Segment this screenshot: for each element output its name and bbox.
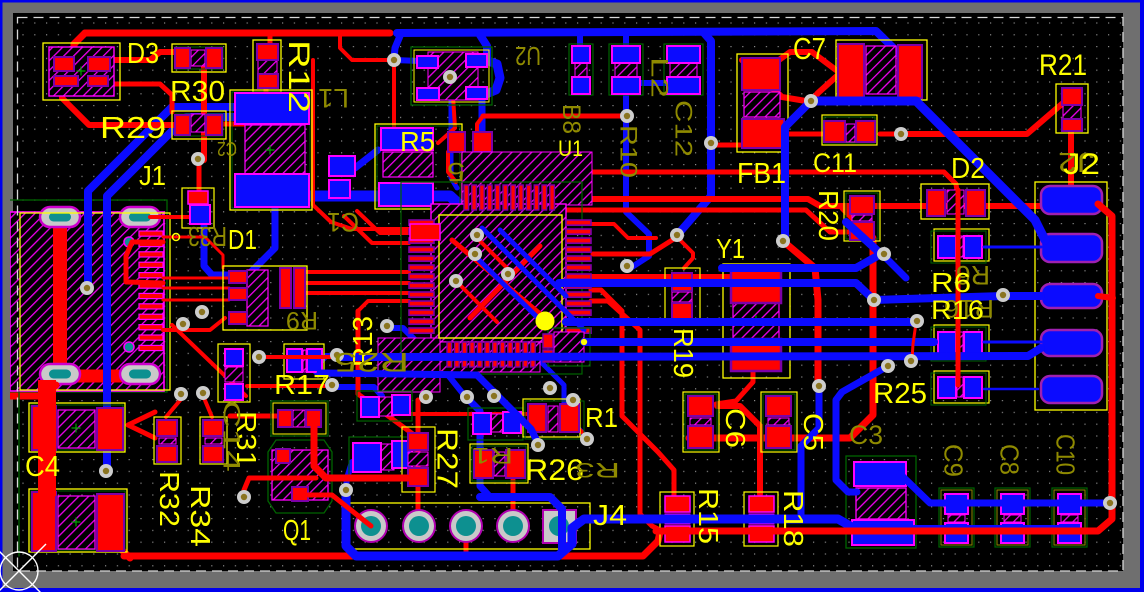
svg-text:C6: C6 (720, 408, 751, 448)
svg-text:Q1: Q1 (283, 515, 311, 547)
svg-text:C14: C14 (217, 400, 244, 472)
svg-text:R27: R27 (431, 428, 463, 489)
svg-text:R15: R15 (693, 488, 724, 544)
svg-text:R16: R16 (944, 294, 994, 322)
svg-text:D1: D1 (228, 224, 257, 255)
svg-text:L1: L1 (318, 83, 349, 113)
svg-text:R32: R32 (154, 471, 185, 527)
svg-text:R20: R20 (813, 190, 844, 241)
svg-text:J2: J2 (1058, 147, 1094, 178)
svg-text:C8: C8 (995, 444, 1025, 475)
svg-text:R25: R25 (873, 378, 927, 410)
svg-text:D3: D3 (127, 38, 159, 70)
svg-text:R34: R34 (185, 485, 216, 547)
svg-text:C9: C9 (939, 444, 969, 477)
svg-text:B8: B8 (557, 104, 585, 134)
svg-text:R3: R3 (575, 458, 620, 481)
svg-text:L2: L2 (645, 57, 672, 98)
svg-text:D2: D2 (951, 153, 985, 185)
svg-text:J2: J2 (1063, 148, 1100, 181)
svg-text:C7: C7 (793, 31, 826, 66)
svg-text:C12: C12 (669, 100, 696, 157)
svg-text:J4: J4 (593, 500, 627, 532)
svg-text:FB1: FB1 (737, 158, 786, 190)
svg-text:R26: R26 (525, 454, 584, 487)
svg-text:R30: R30 (170, 76, 225, 108)
svg-text:J1: J1 (139, 160, 166, 191)
svg-text:C3: C3 (849, 420, 883, 450)
svg-text:R19: R19 (668, 328, 699, 378)
svg-text:C4: C4 (25, 451, 60, 483)
svg-text:R18: R18 (778, 490, 809, 547)
svg-text:R1: R1 (472, 443, 513, 468)
svg-text:R33: R33 (188, 221, 227, 252)
svg-text:R12: R12 (282, 40, 315, 113)
svg-text:C2: C2 (217, 137, 237, 159)
svg-text:R5: R5 (400, 126, 435, 157)
svg-text:U2: U2 (515, 41, 541, 71)
svg-text:R6: R6 (931, 267, 971, 298)
svg-text:R21: R21 (1039, 49, 1087, 82)
svg-text:C1: C1 (327, 207, 359, 237)
svg-text:C5: C5 (798, 413, 829, 451)
svg-text:R31: R31 (231, 411, 262, 468)
svg-text:R10: R10 (614, 125, 641, 178)
svg-text:R17: R17 (274, 369, 330, 400)
svg-text:R29: R29 (100, 110, 166, 145)
svg-text:5: 5 (447, 157, 465, 187)
svg-text:C11: C11 (813, 148, 857, 178)
svg-text:R1: R1 (585, 402, 618, 433)
svg-text:R25: R25 (334, 347, 409, 377)
svg-text:R6: R6 (956, 260, 990, 290)
svg-text:R13: R13 (347, 316, 378, 367)
svg-text:R16: R16 (931, 295, 984, 325)
svg-text:C10: C10 (1051, 434, 1081, 475)
svg-text:R9: R9 (286, 306, 318, 334)
svg-text:Y1: Y1 (716, 233, 745, 264)
svg-text:U1: U1 (558, 136, 583, 161)
